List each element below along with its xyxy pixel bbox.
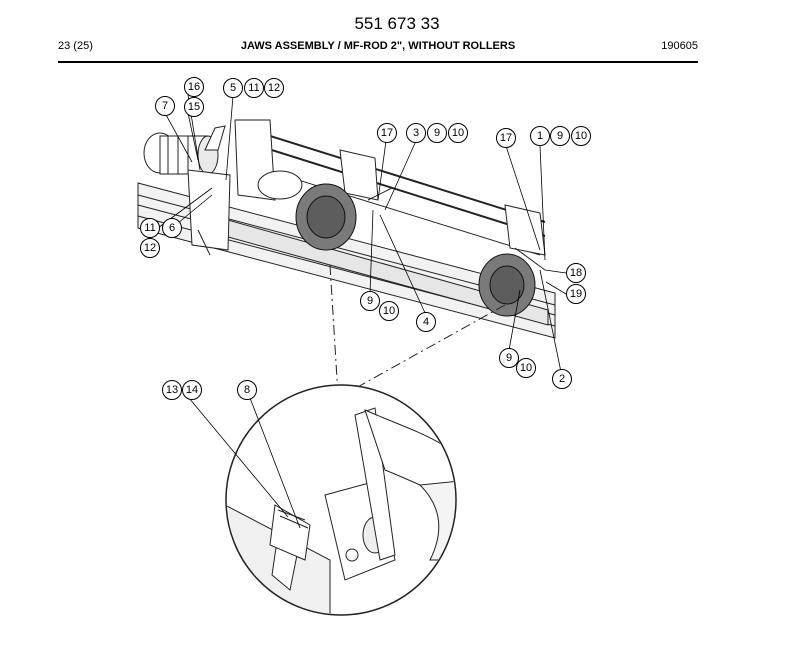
- svg-text:13: 13: [166, 384, 178, 396]
- svg-text:10: 10: [575, 130, 587, 142]
- svg-text:15: 15: [188, 101, 200, 113]
- svg-text:8: 8: [244, 384, 250, 396]
- callout-2: 2: [552, 369, 572, 389]
- callout-11-left: 11: [140, 218, 160, 238]
- svg-text:14: 14: [186, 384, 198, 396]
- svg-text:5: 5: [230, 82, 236, 94]
- callout-15: 15: [184, 97, 204, 117]
- callout-16: 16: [184, 77, 204, 97]
- callout-7: 7: [155, 96, 175, 116]
- svg-text:10: 10: [383, 305, 395, 317]
- document-number: 551 673 33: [354, 14, 440, 33]
- svg-text:2: 2: [559, 373, 565, 385]
- svg-text:11: 11: [248, 82, 259, 94]
- svg-text:17: 17: [500, 132, 512, 144]
- callout-18: 18: [566, 263, 586, 283]
- callout-9-right-top: 9: [550, 126, 570, 146]
- callout-19: 19: [566, 284, 586, 304]
- svg-text:17: 17: [381, 127, 393, 139]
- callout-3: 3: [406, 123, 426, 143]
- svg-text:12: 12: [268, 82, 280, 94]
- date-code: 190605: [661, 40, 698, 52]
- callout-13: 13: [162, 380, 182, 400]
- leader-lines: [157, 94, 567, 529]
- callout-5: 5: [223, 78, 243, 98]
- svg-text:4: 4: [423, 316, 429, 328]
- callout-9-right-bottom: 9: [499, 348, 519, 368]
- page-header: 23 (25) JAWS ASSEMBLY / MF-ROD 2", WITHO…: [58, 40, 698, 54]
- svg-text:9: 9: [367, 295, 373, 307]
- callout-6: 6: [162, 218, 182, 238]
- callout-10-right-bottom: 10: [516, 358, 536, 378]
- callout-17-center: 17: [377, 123, 397, 143]
- svg-text:3: 3: [413, 127, 419, 139]
- callout-8: 8: [237, 380, 257, 400]
- main-assembly-illustration: [137, 119, 556, 339]
- callout-9-center-bottom: 9: [360, 291, 380, 311]
- svg-text:10: 10: [520, 362, 532, 374]
- callout-1: 1: [530, 126, 550, 146]
- svg-text:9: 9: [434, 127, 440, 139]
- svg-text:18: 18: [570, 267, 582, 279]
- callout-11-top: 11: [244, 78, 264, 98]
- svg-text:12: 12: [144, 242, 156, 254]
- svg-text:9: 9: [557, 130, 563, 142]
- callout-10-center-top: 10: [448, 123, 468, 143]
- detail-view-illustration: [225, 264, 506, 616]
- callout-17-right: 17: [496, 128, 516, 148]
- svg-text:6: 6: [169, 222, 175, 234]
- callout-12-left: 12: [140, 238, 160, 258]
- callout-4: 4: [416, 312, 436, 332]
- callout-9-center-top: 9: [427, 123, 447, 143]
- callout-10-right-top: 10: [571, 126, 591, 146]
- svg-text:1: 1: [537, 130, 543, 142]
- callout-10-center-bottom: 10: [379, 301, 399, 321]
- svg-text:9: 9: [506, 352, 512, 364]
- page-reference: 23 (25): [58, 40, 93, 52]
- svg-text:16: 16: [188, 81, 200, 93]
- header-rule: [58, 61, 698, 63]
- svg-text:7: 7: [162, 100, 168, 112]
- svg-text:19: 19: [570, 288, 582, 300]
- svg-text:10: 10: [452, 127, 464, 139]
- svg-text:11: 11: [144, 222, 155, 234]
- callout-14: 14: [182, 380, 202, 400]
- page-title: JAWS ASSEMBLY / MF-ROD 2", WITHOUT ROLLE…: [240, 40, 516, 52]
- callout-12-top: 12: [264, 78, 284, 98]
